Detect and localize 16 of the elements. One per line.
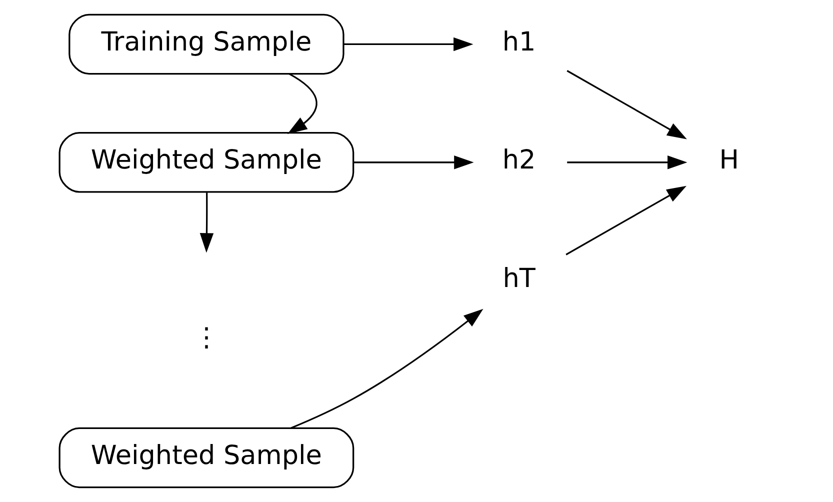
node-text: h1	[502, 27, 536, 58]
arrow	[567, 155, 688, 170]
node-text: H	[719, 146, 739, 176]
arrow	[566, 70, 687, 140]
arrow	[290, 308, 484, 429]
node-box: Weighted Sample	[58, 427, 354, 488]
label: ⋮	[193, 322, 220, 353]
arrow	[354, 155, 474, 170]
arrow	[200, 192, 214, 253]
node-text: hT	[502, 264, 536, 294]
node-box: Weighted Sample	[58, 132, 354, 193]
arrow	[287, 73, 318, 134]
arrow	[344, 37, 474, 52]
node-text: h2	[502, 146, 536, 176]
node-box: Training Sample	[68, 14, 344, 75]
arrow	[566, 186, 686, 256]
